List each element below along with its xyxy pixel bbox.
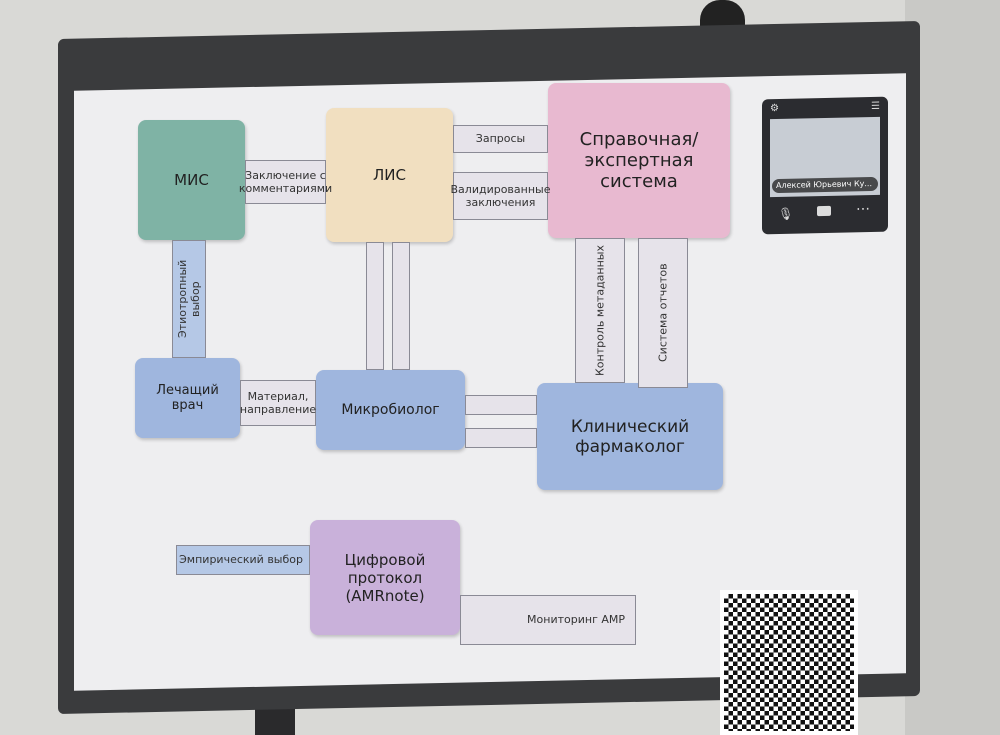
settings-icon[interactable]: ⚙ <box>770 102 779 115</box>
video-call-panel[interactable]: Алексей Юрьевич Ку... ⚙ ☰ 🎙 ⋯ <box>762 96 888 235</box>
layout-icon[interactable]: ☰ <box>871 100 880 113</box>
edge-validated: Валидированные заключения <box>451 172 551 220</box>
edge-reports: Система отчетов <box>638 238 688 388</box>
node-pharmacologist: Клинический фармаколог <box>537 383 723 490</box>
edge-lis-micro-1 <box>366 242 384 370</box>
microphone-icon[interactable]: 🎙 <box>778 206 794 221</box>
participant-name: Алексей Юрьевич Ку... <box>772 176 878 194</box>
edge-lis-micro-2 <box>392 242 410 370</box>
node-mis: МИС <box>138 120 245 240</box>
node-protocol: Цифровой протокол (AMRnote) <box>310 520 460 635</box>
edge-metadata: Контроль метаданных <box>575 238 625 383</box>
edge-etiotropic: Этиотропный выбор <box>172 240 206 358</box>
camera-icon[interactable] <box>817 205 831 217</box>
edge-conclusion: Заключение с комментариями <box>239 160 332 204</box>
edge-micro-pharm-2 <box>465 428 537 448</box>
more-icon[interactable]: ⋯ <box>856 201 870 218</box>
node-lis: ЛИС <box>326 108 453 242</box>
edge-micro-pharm-1 <box>465 395 537 415</box>
node-reference: Справочная/ экспертная система <box>548 83 730 238</box>
node-doctor: Лечащий врач <box>135 358 240 438</box>
wall <box>905 0 1000 735</box>
edge-empirical: Эмпирический выбор <box>176 545 310 575</box>
node-microbiologist: Микробиолог <box>316 370 465 450</box>
edge-monitoring: Мониторинг АМР <box>460 595 636 645</box>
qr-code <box>720 590 858 735</box>
edge-requests: Запросы <box>453 125 548 153</box>
edge-material: Материал, направление <box>240 380 316 426</box>
